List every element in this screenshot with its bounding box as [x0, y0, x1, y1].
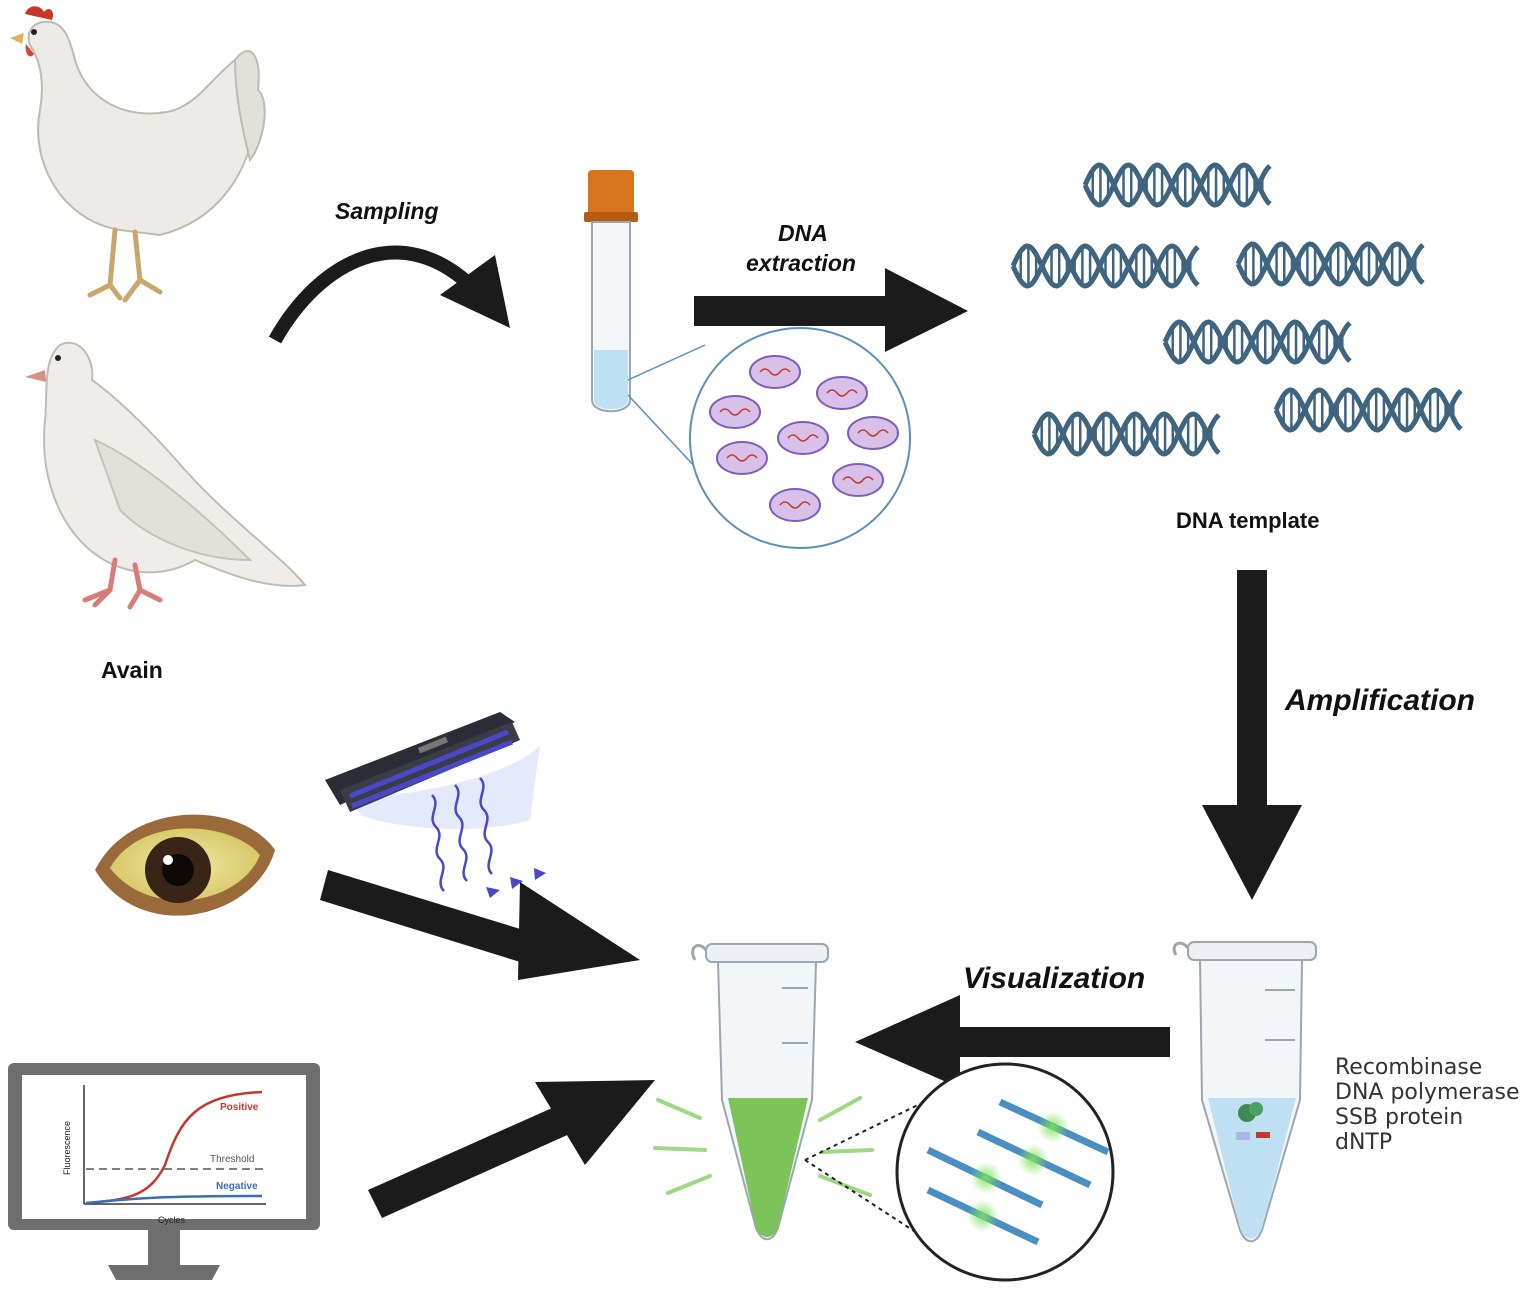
- probe-magnified-circle: [895, 1062, 1115, 1282]
- dna-extraction-label-line1: DNA: [778, 220, 828, 246]
- monitor-to-tube-arrow: [368, 1080, 655, 1218]
- dna-helix-icon: [1162, 319, 1352, 365]
- sampling-label: Sampling: [335, 198, 439, 224]
- reagent-recombinase: Recombinase: [1335, 1055, 1483, 1080]
- dna-helix-icon: [1235, 241, 1425, 287]
- dna-extraction-label-line2: extraction: [746, 250, 856, 276]
- dna-helix-icon: [1031, 411, 1221, 457]
- chicken-icon: [10, 6, 266, 303]
- monitor-icon: [8, 1063, 320, 1280]
- eye-to-tube-arrow: [320, 870, 640, 980]
- reagent-list: Recombinase DNA polymerase SSB protein d…: [1335, 1055, 1520, 1155]
- reagent-dna-polymerase: DNA polymerase: [1335, 1080, 1520, 1105]
- visualization-arrow: [855, 995, 1170, 1088]
- monitor-positive-label: Positive: [220, 1102, 259, 1113]
- avain-label: Avain: [101, 657, 163, 683]
- result-tube-icon: [653, 943, 966, 1249]
- reagent-dntp: dNTP: [1335, 1130, 1393, 1155]
- uv-lamp-icon: [325, 712, 546, 898]
- sample-tube-icon: [584, 170, 741, 516]
- eye-icon: [95, 814, 275, 916]
- monitor-threshold-label: Threshold: [210, 1154, 254, 1165]
- visualization-label: Visualization: [963, 962, 1146, 995]
- monitor-x-axis-label: Cycles: [158, 1215, 186, 1225]
- dna-helix-icon: [1010, 243, 1200, 289]
- pigeon-icon: [25, 341, 307, 610]
- virus-magnified-circle: [689, 327, 911, 549]
- monitor-y-axis-label: Fluorescence: [62, 1121, 72, 1175]
- dna-template-label: DNA template: [1176, 508, 1320, 533]
- dna-helix-icon: [1082, 162, 1272, 208]
- reagent-ssb-protein: SSB protein: [1335, 1105, 1464, 1130]
- virus-particle-icon: [709, 355, 899, 522]
- monitor-negative-label: Negative: [216, 1181, 258, 1192]
- dna-helix-icon: [1273, 387, 1463, 433]
- sampling-arrow: [268, 245, 510, 344]
- dna-extraction-arrow: [694, 268, 968, 352]
- dna-template-group: [1010, 162, 1463, 457]
- amplification-label: Amplification: [1285, 684, 1476, 717]
- reaction-tube-icon: [1172, 941, 1317, 1243]
- amplification-arrow: [1202, 570, 1302, 900]
